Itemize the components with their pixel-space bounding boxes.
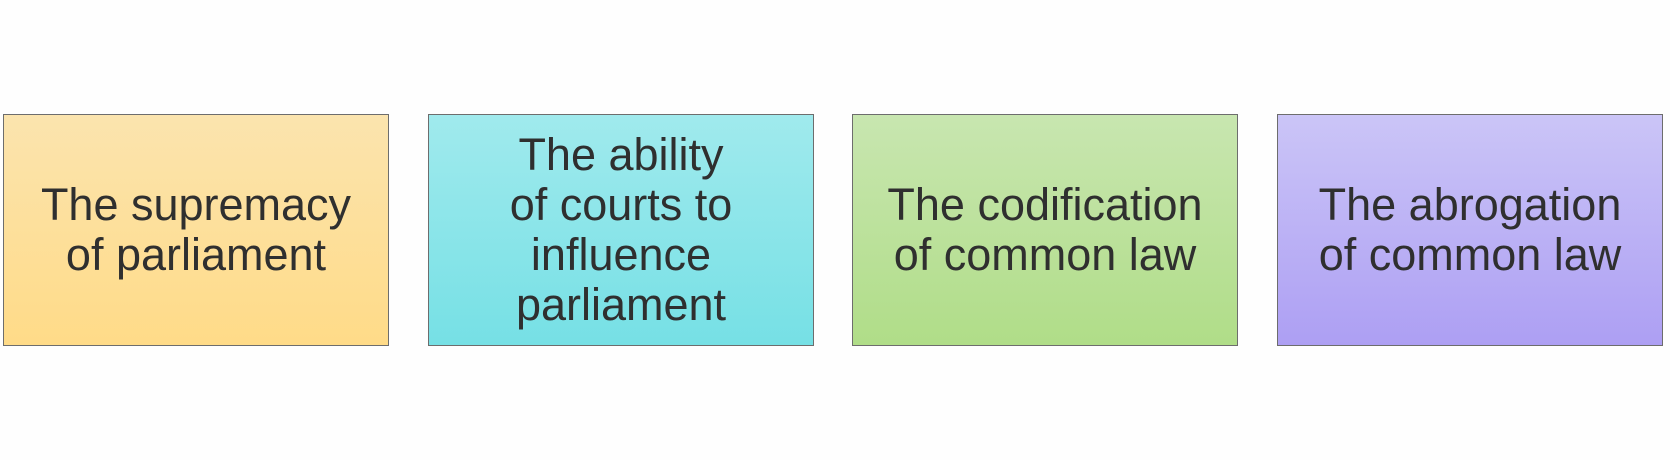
- option-card-supremacy-of-parliament[interactable]: The supremacy of parliament: [3, 114, 389, 346]
- option-card-label: The supremacy of parliament: [40, 179, 352, 280]
- option-card-courts-influence-parliament[interactable]: The ability of courts to influence parli…: [428, 114, 814, 346]
- option-card-abrogation-of-common-law[interactable]: The abrogation of common law: [1277, 114, 1663, 346]
- option-card-label: The ability of courts to influence parli…: [509, 129, 733, 330]
- option-card-label: The abrogation of common law: [1318, 179, 1622, 280]
- option-card-label: The codification of common law: [887, 179, 1203, 280]
- option-card-codification-of-common-law[interactable]: The codification of common law: [852, 114, 1238, 346]
